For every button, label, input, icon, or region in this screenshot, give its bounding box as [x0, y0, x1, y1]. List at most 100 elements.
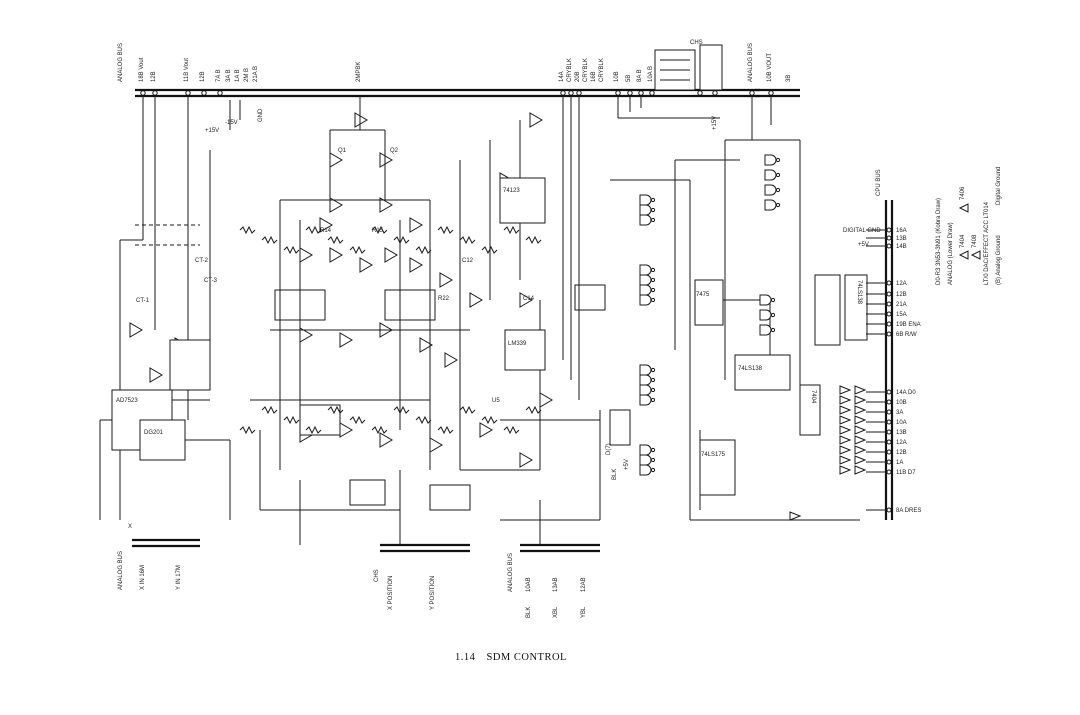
gate-bubble	[775, 187, 781, 193]
ic-package	[429, 484, 471, 511]
bus-label: CRYBLK	[567, 58, 573, 82]
resistor-symbol	[283, 245, 300, 255]
bus-label: 12B	[200, 71, 206, 82]
gate-bubble	[775, 157, 781, 163]
ic-package	[574, 284, 606, 311]
gate-bubble	[650, 447, 656, 453]
opamp-symbol	[329, 197, 343, 213]
cpu-bus-title: CPU BUS	[876, 169, 882, 196]
bus-label: Y IN 17M	[176, 565, 182, 590]
buffer-symbol	[839, 435, 852, 445]
cpu-pin-dot	[886, 469, 892, 475]
legend-line: 7406	[960, 186, 966, 200]
buffer-symbol	[839, 415, 852, 425]
c12-label: C12	[462, 258, 474, 264]
top-bus-left-labels: ANALOG BUS 18B Vout 12B 11B Vout 12B 7A …	[118, 43, 259, 82]
opamp-symbol	[329, 152, 343, 168]
logic-gate	[639, 464, 652, 476]
legend-line: 7408	[972, 234, 978, 248]
cpu-pin-dot	[886, 429, 892, 435]
logic-gate	[639, 214, 652, 226]
figure-caption: 1.14 SDM CONTROL	[455, 652, 575, 663]
signal-label: BLK	[526, 607, 532, 618]
buffer-symbol	[839, 425, 852, 435]
opamp-symbol	[384, 247, 398, 263]
plus5-label: +5V	[624, 459, 630, 470]
gate-bubble	[650, 367, 656, 373]
bus-label: X IN 16M	[140, 565, 146, 590]
logic-gate	[639, 454, 652, 466]
logic-gate	[639, 444, 652, 456]
resistor-symbol	[349, 415, 366, 425]
resistor-symbol	[437, 425, 454, 435]
resistor-symbol	[503, 225, 520, 235]
top-analog-bus	[135, 88, 800, 98]
resistor-symbol	[525, 405, 542, 415]
opamp-symbol	[339, 332, 353, 348]
plus5-label: +5V	[858, 242, 869, 248]
left-dac-block: AD7523 DG201	[99, 389, 231, 520]
resistor-symbol	[393, 405, 410, 415]
opamp-symbol	[339, 422, 353, 438]
bus-label: 8A B	[637, 69, 643, 82]
cpu-pin-dot	[886, 449, 892, 455]
bus-label: 13AB	[553, 577, 559, 592]
resistor-symbol	[327, 405, 344, 415]
blk-label: BLK	[612, 469, 618, 480]
caption-number: 1.14	[455, 652, 476, 663]
gate-bubble	[650, 277, 656, 283]
dac-label: AD7523	[116, 398, 138, 404]
cpu-bus: CPU BUS DIGITAL GND +5V	[843, 169, 894, 520]
ic-package	[609, 409, 631, 446]
legend-line: ANALOG (Lower Draw)	[948, 222, 954, 285]
bus-label: 2M B	[244, 68, 250, 82]
cpu-pin: 10B	[896, 400, 907, 406]
signal-label: XBL	[553, 606, 559, 618]
opamp-symbol	[519, 292, 533, 308]
caption-title: SDM CONTROL	[486, 652, 567, 663]
minus15-label: -15V	[225, 120, 238, 126]
bus-label: 14A	[559, 71, 565, 82]
gate-bubble	[770, 297, 776, 303]
bus-label: 10B VOUT	[767, 53, 773, 82]
gate-bubble	[650, 397, 656, 403]
opamp-symbol	[439, 272, 453, 288]
gate-bubble	[650, 287, 656, 293]
buffer-symbol	[789, 511, 802, 521]
cpu-pin: 21A	[896, 302, 907, 308]
gate-bubble	[775, 172, 781, 178]
bus-label: X POSITION	[388, 576, 394, 610]
opamp-symbol	[419, 337, 433, 353]
opamp-symbol	[529, 112, 543, 128]
bus-label: 3A B	[226, 69, 232, 82]
opamp-symbol	[409, 257, 423, 273]
cpu-pin-dot	[886, 235, 892, 241]
bus-label: CRYBLK	[599, 58, 605, 82]
bus-junction	[649, 90, 655, 96]
cpu-decoder-label: 74LS138	[856, 280, 862, 305]
opamp-symbol	[359, 257, 373, 273]
opamp-symbol	[354, 112, 368, 128]
ic-package	[169, 339, 211, 391]
signal-label: YBL	[581, 606, 587, 618]
legend-line: LT/0 DAC/EFFECT ACC LT014	[984, 201, 990, 285]
bus-label: 18B Vout	[139, 57, 145, 82]
opamp-symbol	[519, 452, 533, 468]
buffer-symbol	[839, 455, 852, 465]
buffer-symbol	[839, 445, 852, 455]
cpu-pin: 13B	[896, 430, 907, 436]
bus-junction	[140, 90, 146, 96]
buffer-symbol	[854, 395, 867, 405]
resistor-symbol	[305, 225, 322, 235]
cpu-pin: 8A DRES	[896, 508, 921, 514]
gate-bubble	[650, 207, 656, 213]
cpu-pin: 12B	[896, 292, 907, 298]
legend-line: 7404	[960, 234, 966, 248]
cpu-pin-dot	[886, 459, 892, 465]
bus-label: CRYBLK	[583, 58, 589, 82]
cpu-pin-dot	[886, 507, 892, 513]
resistor-symbol	[525, 235, 542, 245]
plus15-label-2: +15V	[712, 116, 718, 130]
bus-label: ANALOG BUS	[508, 553, 514, 592]
gate-bubble	[775, 202, 781, 208]
